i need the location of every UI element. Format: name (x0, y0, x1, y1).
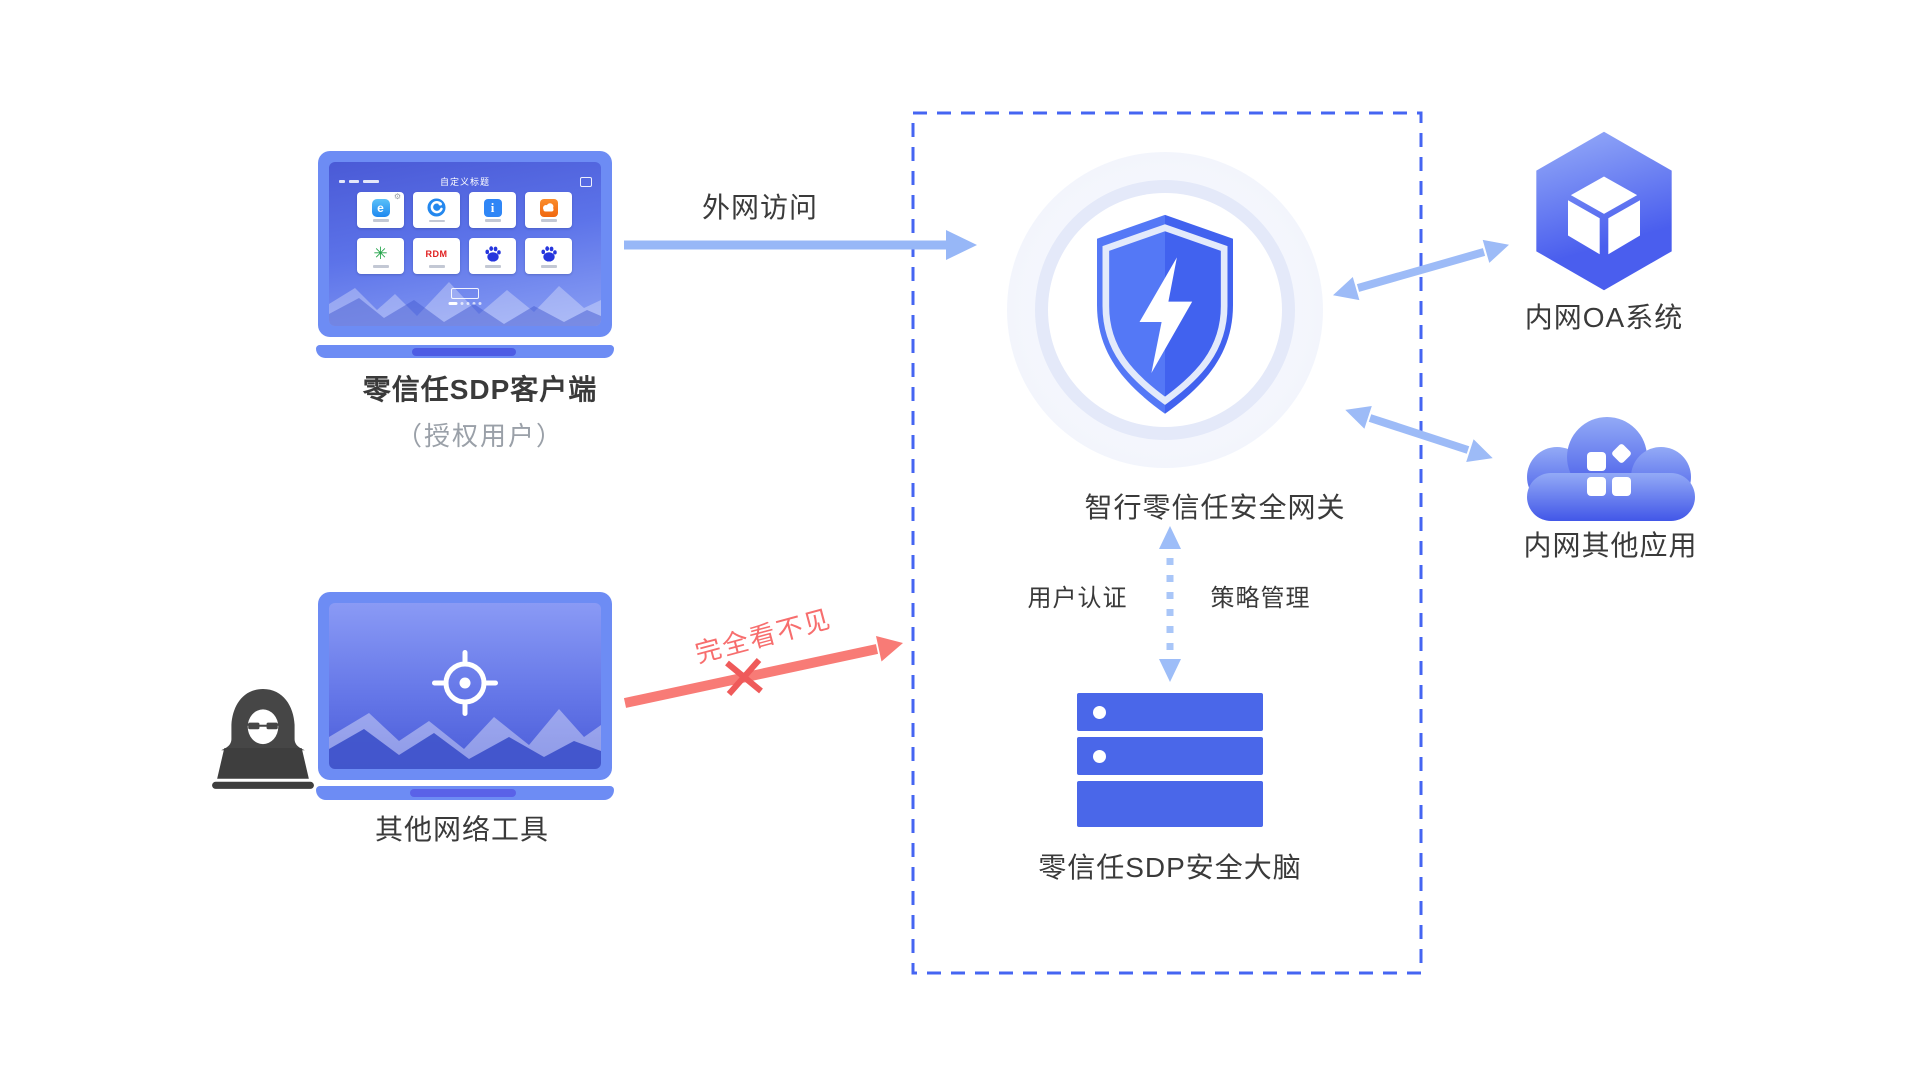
client-laptop: 自定义标题 ⚙ e (316, 151, 614, 361)
app-tile: ⚙ e (357, 192, 404, 228)
app-green-burst-icon: ✳ (373, 243, 388, 263)
app-orange-cloud-icon (539, 198, 558, 217)
client-screen-title: 自定义标题 (439, 177, 490, 187)
trust-zone-border (911, 111, 1423, 975)
client-screen-menu (339, 180, 379, 183)
app-tile-grid: ⚙ e i (357, 192, 573, 274)
auth-policy-connector (1159, 526, 1181, 682)
gear-icon: ⚙ (393, 192, 401, 201)
app-paw-icon (484, 245, 501, 262)
other-apps-label: 内网其他应用 (1523, 530, 1698, 561)
app-tile (525, 238, 572, 274)
cloud-icon (1527, 417, 1695, 521)
hacker-icon (212, 689, 314, 789)
policy-label: 策略管理 (1210, 585, 1311, 612)
attacker-label: 其他网络工具 (374, 814, 549, 845)
app-swirl-icon (427, 198, 446, 217)
app-grid-icon (1587, 444, 1631, 496)
app-tile (525, 192, 572, 228)
victim-laptop-frame (318, 592, 612, 780)
crosshair-icon (432, 649, 498, 716)
auth-label: 用户认证 (1027, 585, 1128, 612)
attacker-arrow (623, 636, 903, 708)
app-tile (469, 238, 516, 274)
external-access-label: 外网访问 (701, 192, 818, 223)
app-tile: RDM (413, 238, 460, 274)
app-tile (413, 192, 460, 228)
victim-laptop-screen (329, 603, 601, 769)
app-info-icon: i (483, 198, 502, 217)
pagination-dots (448, 302, 482, 305)
app-tile: i (469, 192, 516, 228)
mountains-graphic (329, 709, 601, 769)
gateway-label: 智行零信任安全网关 (1084, 492, 1346, 523)
pagination-box (451, 288, 479, 299)
server-icon (1077, 693, 1263, 827)
client-label: 零信任SDP客户端 (362, 374, 598, 405)
oa-system-label: 内网OA系统 (1524, 302, 1684, 333)
app-tile: ✳ (357, 238, 404, 274)
victim-laptop (316, 592, 614, 802)
shield-icon (1097, 214, 1233, 414)
cube-icon (1536, 131, 1672, 291)
client-laptop-screen: 自定义标题 ⚙ e (329, 162, 601, 326)
client-caption: 零信任SDP客户端 （授权用户） (305, 368, 655, 453)
app-rdm-icon: RDM (425, 248, 448, 259)
client-laptop-base (316, 345, 614, 358)
lightning-icon (1139, 257, 1193, 373)
gateway-apps-arrow (1345, 406, 1493, 462)
app-paw-icon (540, 245, 557, 262)
client-laptop-frame: 自定义标题 ⚙ e (318, 151, 612, 337)
client-sublabel: （授权用户） (395, 421, 564, 451)
mountains-graphic (329, 282, 601, 326)
layout-grid-icon (580, 177, 592, 187)
victim-laptop-base (316, 786, 614, 800)
gateway-oa-arrow (1333, 239, 1509, 301)
brain-label: 零信任SDP安全大脑 (1038, 852, 1302, 883)
app-e-icon: e (371, 198, 390, 217)
blocked-x-icon (725, 658, 763, 696)
external-access-arrow (624, 230, 977, 260)
glasses-icon (242, 722, 284, 730)
